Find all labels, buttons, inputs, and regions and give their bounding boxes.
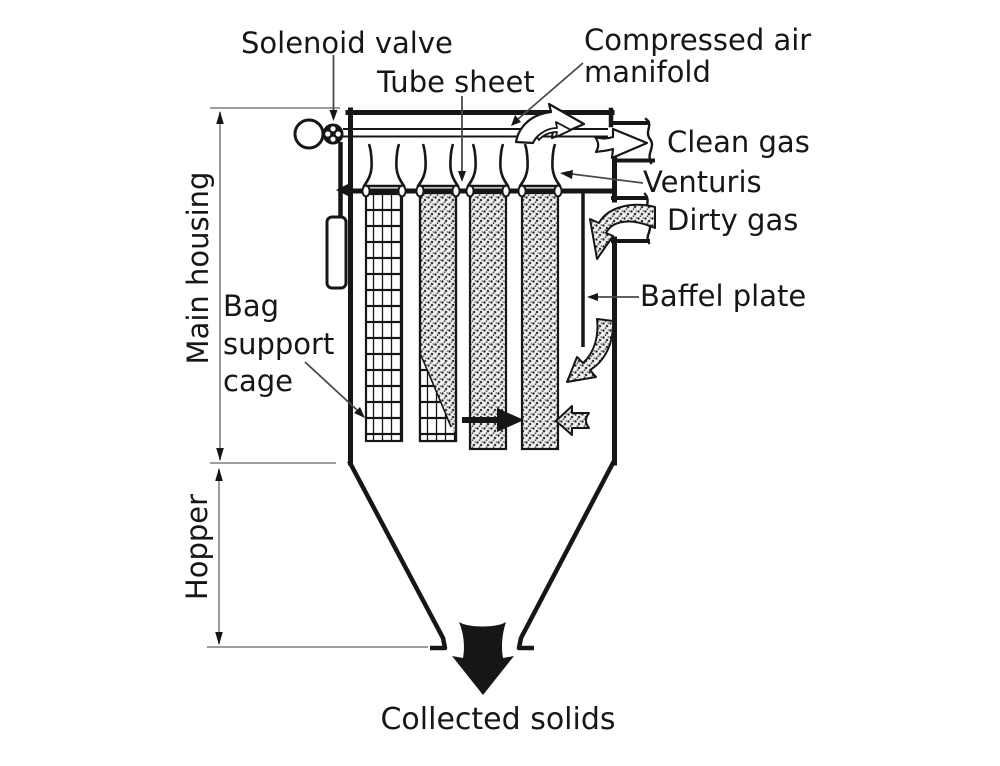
bag-flange-bolts	[361, 184, 563, 198]
bag-cage-leader	[304, 361, 358, 411]
label-tube-sheet: Tube sheet	[377, 65, 535, 99]
label-collected-solids: Collected solids	[380, 702, 616, 737]
label-baffel-plate: Baffel plate	[640, 279, 807, 313]
venturi-1	[362, 143, 406, 188]
label-compressed-air-manifold: Compressed air manifold	[584, 23, 812, 90]
clean-gas-flow-icon	[514, 102, 586, 145]
baffle-flow-icon	[566, 318, 615, 383]
main-housing-dimension	[210, 107, 340, 464]
bag-inflow-icon	[555, 405, 590, 436]
label-clean-gas: Clean gas	[667, 125, 810, 159]
venturis-leader	[571, 173, 644, 184]
bag-outflow-icon	[462, 408, 524, 432]
air-supply-pipe	[325, 142, 352, 290]
pulse-valve-body	[325, 215, 348, 290]
filter-bag-3	[468, 191, 508, 451]
hopper-dimension	[207, 469, 428, 648]
venturi-icons	[362, 143, 562, 188]
dimension-arrowheads	[215, 111, 224, 645]
solenoid-valve-icon	[293, 118, 344, 150]
venturi-4	[518, 143, 562, 188]
venturi-2	[416, 143, 460, 188]
pulse-nozzle-icon	[336, 182, 352, 198]
hopper-shell	[347, 459, 616, 651]
leader-arrowheads	[329, 110, 598, 418]
filter-bag-1-cage	[364, 191, 404, 443]
filter-bag-4	[520, 191, 560, 451]
label-main-housing: Main housing	[181, 171, 215, 365]
filter-bag-2	[418, 191, 458, 443]
clean-gas-outlet-icon	[593, 127, 649, 160]
venturi-3	[466, 143, 510, 188]
label-dirty-gas: Dirty gas	[667, 203, 799, 237]
collected-solids-icon	[452, 622, 514, 695]
leader-lines	[304, 55, 644, 411]
dirty-gas-inlet-icon	[589, 203, 656, 260]
label-hopper: Hopper	[180, 493, 214, 601]
label-solenoid-valve: Solenoid valve	[241, 26, 453, 60]
label-venturis: Venturis	[643, 165, 762, 199]
manifold-leader	[516, 62, 584, 121]
outlet-duct-break-edge	[644, 117, 654, 165]
label-bag-support-cage: Bag support cage	[223, 289, 335, 399]
